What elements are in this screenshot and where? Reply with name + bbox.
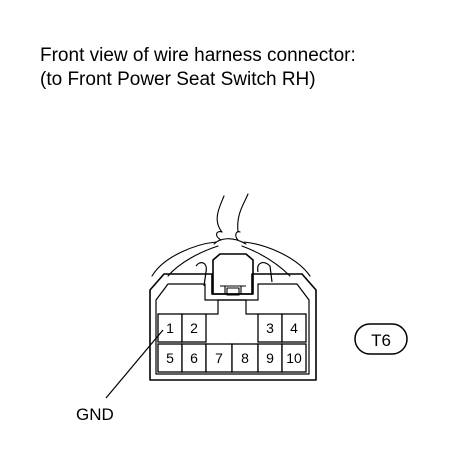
pin-4-label: 4 [290,320,298,336]
caption-line-1: Front view of wire harness connector: [40,45,356,66]
pin-9-label: 9 [266,350,274,366]
pin-2-label: 2 [190,320,198,336]
diagram-caption: Front view of wire harness connector: (t… [40,44,356,92]
pin-1-cavity [157,313,183,343]
pin-7-label: 7 [215,350,223,366]
connector-code-label: T6 [371,331,391,350]
gnd-label: GND [76,405,114,424]
pin-2-cavity [181,313,207,343]
pin-9-cavity [257,343,283,373]
pin-6-label: 6 [190,350,198,366]
pin-3-cavity [257,313,283,343]
pin-8-label: 8 [241,350,249,366]
pin-5-cavity [157,343,183,373]
connector-code-badge: T6 [354,323,408,355]
pin-5-label: 5 [166,350,174,366]
pin-4-cavity [281,313,307,343]
pin-3-label: 3 [266,320,274,336]
pin-10-cavity [281,343,307,373]
pin-1-label: 1 [166,320,174,336]
connector-housing [149,253,317,381]
gnd-leader-line [105,329,164,399]
caption-line-2: (to Front Power Seat Switch RH) [40,69,316,90]
pin-grid [157,313,307,373]
wire-harness [151,193,311,277]
pin-10-label: 10 [286,350,302,366]
